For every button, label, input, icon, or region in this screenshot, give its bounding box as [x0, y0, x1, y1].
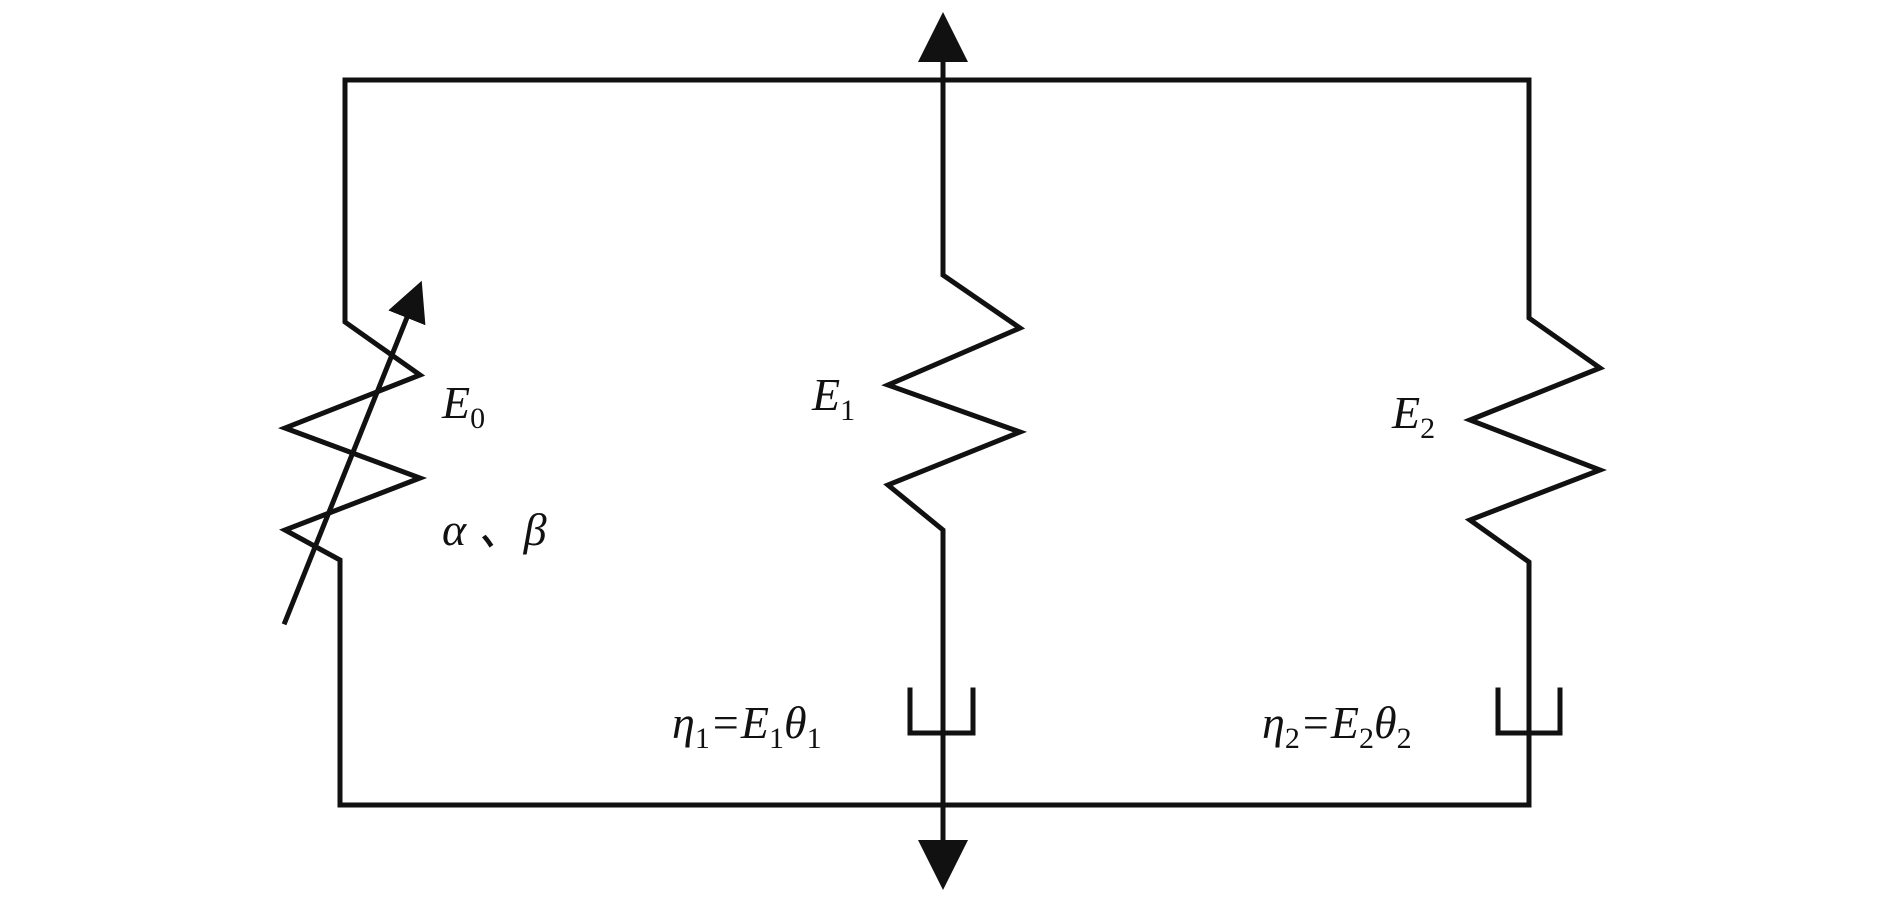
branch-e1 — [881, 12, 1028, 890]
label-eta2: η2=E2θ2 — [1262, 697, 1412, 755]
branch-e2 — [1463, 77, 1607, 808]
label-e0: E0 — [441, 377, 485, 435]
label-e1: E1 — [811, 369, 855, 427]
label-e2: E2 — [1391, 387, 1435, 445]
branch-e0 — [277, 77, 428, 808]
spring-e1 — [881, 77, 1028, 728]
variable-arrow — [281, 280, 426, 626]
spring-e2 — [1463, 77, 1607, 728]
spring-e0 — [277, 77, 428, 808]
label-alpha-beta: α 、β — [442, 504, 547, 555]
label-eta1: η1=E1θ1 — [672, 697, 822, 755]
